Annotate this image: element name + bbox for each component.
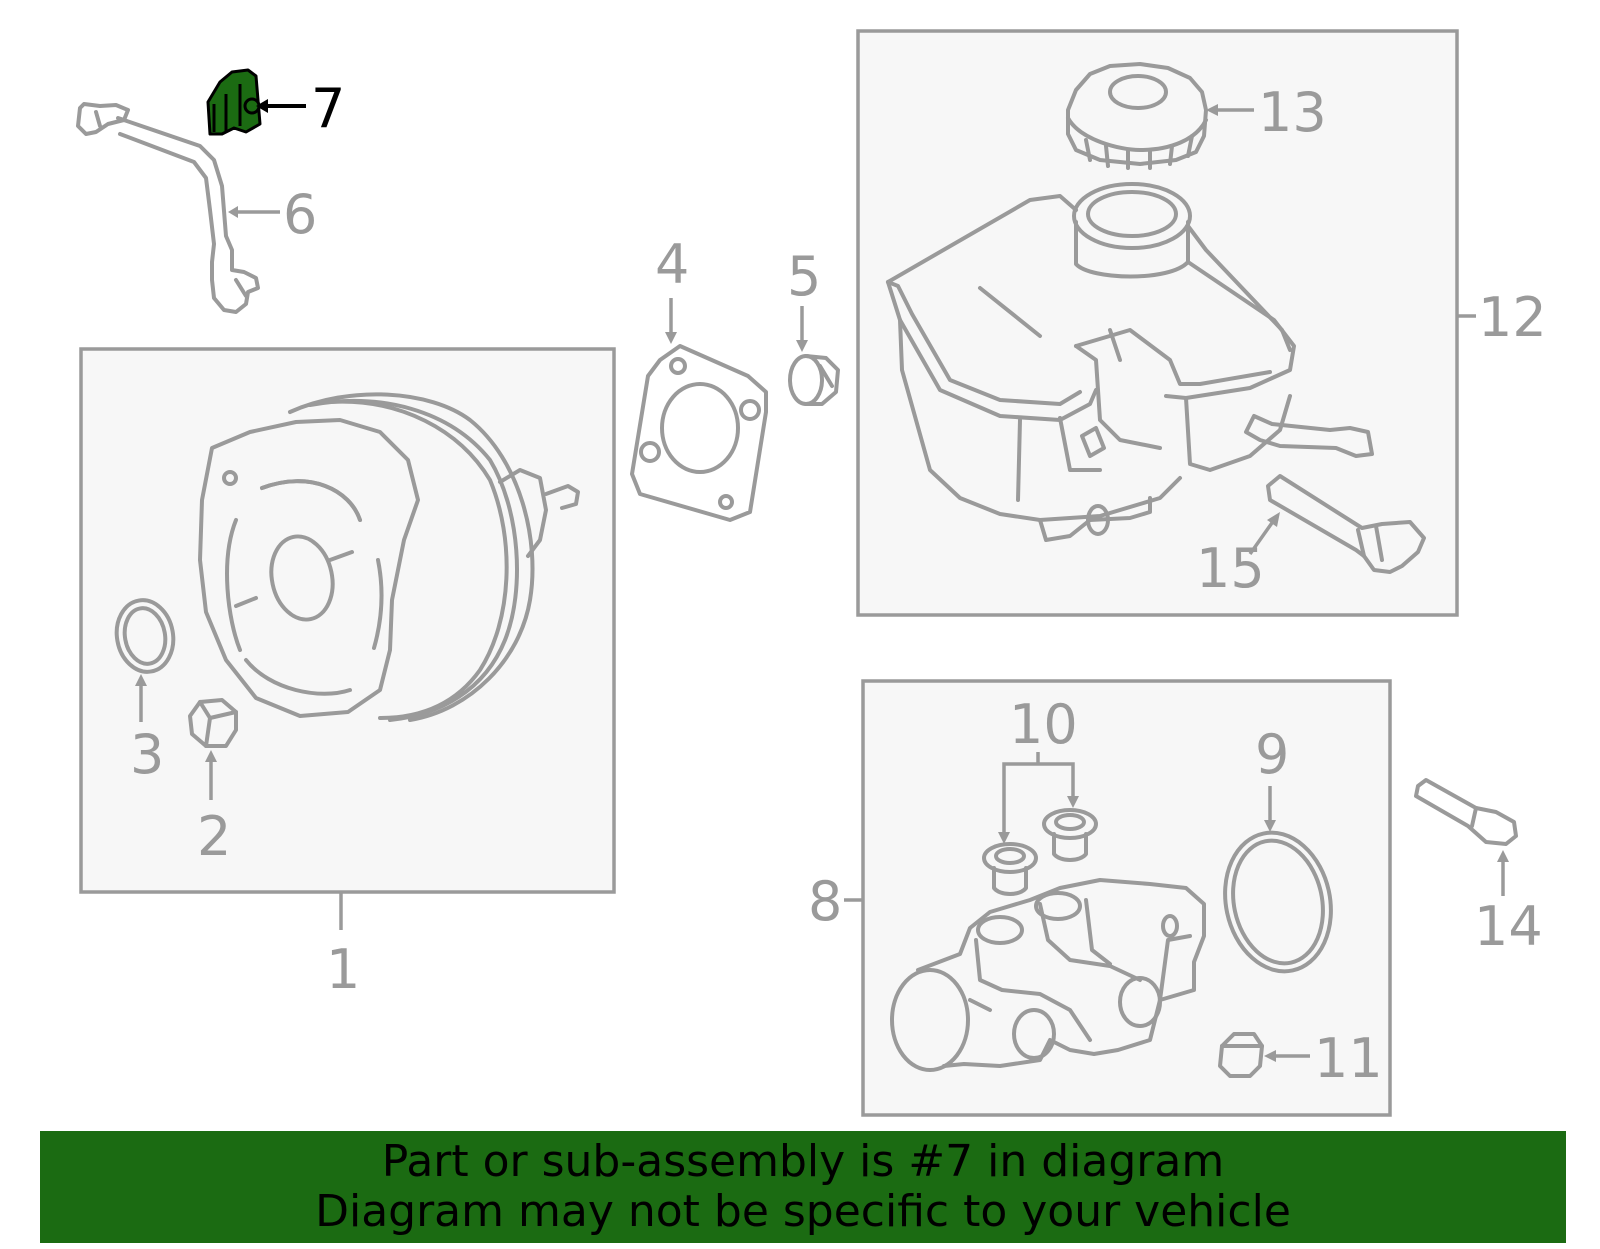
callout-3: 3 xyxy=(130,723,164,786)
arrow-2 xyxy=(205,750,217,762)
arrow-14 xyxy=(1497,850,1509,862)
o-ring-part[interactable] xyxy=(1213,823,1344,982)
callout-11: 11 xyxy=(1314,1027,1383,1090)
booster-nut-part[interactable] xyxy=(188,698,238,748)
arrow-7 xyxy=(256,99,268,113)
callout-2: 2 xyxy=(197,805,231,868)
callout-5: 5 xyxy=(787,245,821,308)
master-cylinder-group-box xyxy=(861,679,1392,1117)
arrow-15 xyxy=(1267,512,1280,527)
callout-14: 14 xyxy=(1474,895,1543,958)
arrow-9 xyxy=(1264,820,1276,832)
vacuum-hose-part[interactable] xyxy=(76,102,260,314)
pin-part[interactable] xyxy=(1414,778,1518,846)
arrow-3 xyxy=(135,674,147,686)
fluid-reservoir-part[interactable] xyxy=(886,182,1374,542)
arrow-10b xyxy=(1067,796,1079,808)
brake-booster-part[interactable] xyxy=(198,392,580,722)
callout-9: 9 xyxy=(1255,723,1289,786)
callout-8: 8 xyxy=(808,870,842,933)
banner-line-1: Part or sub-assembly is #7 in diagram xyxy=(381,1136,1225,1187)
gasket-part[interactable] xyxy=(630,344,768,522)
callout-10: 10 xyxy=(1009,693,1078,756)
check-valve-part-highlighted[interactable] xyxy=(206,68,262,136)
info-banner: Part or sub-assembly is #7 in diagram Di… xyxy=(40,1131,1566,1243)
cylinder-nut-part[interactable] xyxy=(1218,1032,1264,1078)
callout-6: 6 xyxy=(283,183,317,246)
fluid-level-sensor-part[interactable] xyxy=(1266,474,1426,574)
arrow-13 xyxy=(1206,104,1218,116)
seal-ring-part[interactable] xyxy=(111,596,179,677)
arrow-11 xyxy=(1264,1050,1276,1062)
callout-4: 4 xyxy=(655,233,689,296)
banner-line-2: Diagram may not be specific to your vehi… xyxy=(315,1186,1291,1237)
callout-7: 7 xyxy=(311,77,345,140)
arrow-4 xyxy=(665,332,677,344)
reservoir-group-box xyxy=(856,29,1459,617)
leader-15 xyxy=(1248,518,1276,556)
flange-nut-part[interactable] xyxy=(788,354,840,406)
reservoir-grommets-part[interactable] xyxy=(982,808,1098,896)
arrow-10a xyxy=(998,832,1010,844)
callout-15: 15 xyxy=(1196,537,1265,600)
callout-12: 12 xyxy=(1478,286,1547,349)
callout-13: 13 xyxy=(1258,81,1327,144)
arrow-6 xyxy=(228,206,238,218)
callout-1: 1 xyxy=(326,938,360,1001)
arrow-5 xyxy=(796,340,808,352)
master-cylinder-part[interactable] xyxy=(890,878,1206,1072)
leader-10 xyxy=(1002,752,1075,836)
